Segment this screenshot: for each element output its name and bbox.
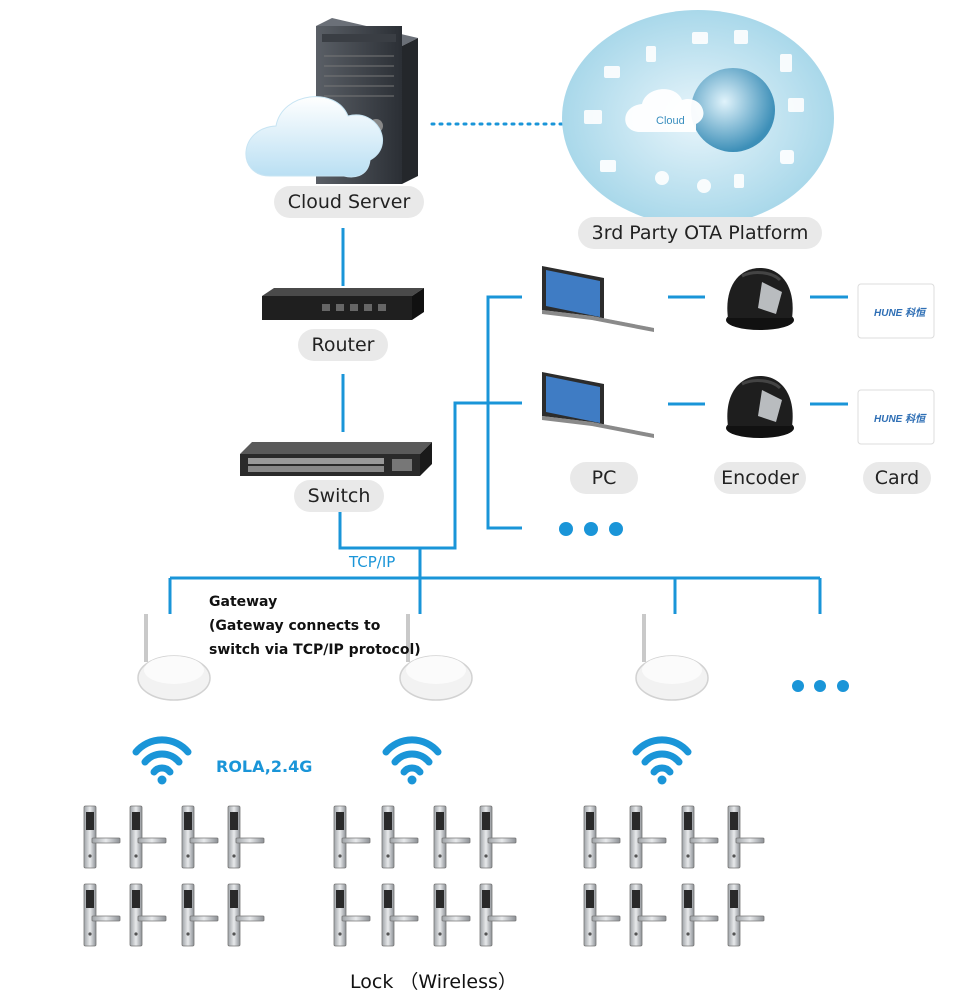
cloud-server-label: Cloud Server: [274, 186, 424, 218]
door-lock-icon: [681, 883, 719, 947]
door-lock-icon: [227, 883, 265, 947]
encoder-icon: [724, 374, 796, 440]
wifi-icon: [136, 740, 188, 785]
encoder-icon: [724, 266, 796, 332]
gateway-icon: [634, 612, 710, 702]
door-lock-icon: [433, 805, 471, 869]
door-lock-icon: [333, 883, 371, 947]
lock-caption: Lock （Wireless）: [350, 971, 517, 993]
door-lock-icon: [83, 883, 121, 947]
door-lock-icon: [629, 883, 667, 947]
door-lock-icon: [479, 883, 517, 947]
door-lock-icon: [227, 805, 265, 869]
switch-illustration: [240, 442, 432, 476]
door-lock-icon: [629, 805, 667, 869]
rola-label: ROLA,2.4G: [216, 757, 313, 776]
door-lock-icon: [479, 805, 517, 869]
lock-group: [333, 805, 517, 947]
gateway-note-line: (Gateway connects to: [209, 618, 381, 634]
pc-label: PC: [570, 462, 638, 494]
ota-platform-label: 3rd Party OTA Platform: [578, 217, 822, 249]
lock-group: [583, 805, 765, 947]
gateway-note-line: Gateway: [209, 594, 278, 610]
router-label: Router: [298, 329, 388, 361]
card-icon: HUNE 科恒: [857, 389, 935, 445]
door-lock-icon: [129, 883, 167, 947]
door-lock-icon: [83, 805, 121, 869]
door-lock-icon: [727, 805, 765, 869]
router-illustration: [262, 288, 424, 320]
ota-platform-illustration: Cloud: [562, 10, 834, 226]
gateway-note-line: switch via TCP/IP protocol): [209, 642, 421, 658]
laptop-icon: [542, 372, 654, 438]
encoder-label: Encoder: [714, 462, 806, 494]
door-lock-icon: [181, 805, 219, 869]
cloud-server-illustration: [245, 18, 418, 184]
laptop-icon: [542, 266, 654, 332]
door-lock-icon: [681, 805, 719, 869]
door-lock-icon: [433, 883, 471, 947]
card-icon: HUNE 科恒: [857, 283, 935, 339]
door-lock-icon: [583, 805, 621, 869]
connection-lines: [168, 122, 848, 614]
card-brand-text: HUNE 科恒: [874, 413, 927, 425]
ellipsis-icon: [792, 680, 849, 692]
door-lock-icon: [181, 883, 219, 947]
lock-group: [83, 805, 265, 947]
gateway-note: Gateway (Gateway connects to switch via …: [209, 590, 429, 662]
card-label: Card: [863, 462, 931, 494]
door-lock-icon: [583, 883, 621, 947]
wifi-icon: [636, 740, 688, 785]
card-brand-text: HUNE 科恒: [874, 307, 927, 319]
tcpip-label: TCP/IP: [349, 553, 396, 571]
cloud-logo-text: Cloud: [656, 115, 685, 127]
door-lock-icon: [727, 883, 765, 947]
door-lock-icon: [381, 883, 419, 947]
ellipsis-icon: [559, 522, 623, 536]
switch-label: Switch: [294, 480, 384, 512]
door-lock-icon: [381, 805, 419, 869]
gateway-icon: [136, 612, 212, 702]
door-lock-icon: [333, 805, 371, 869]
wifi-icon: [386, 740, 438, 785]
door-lock-icon: [129, 805, 167, 869]
